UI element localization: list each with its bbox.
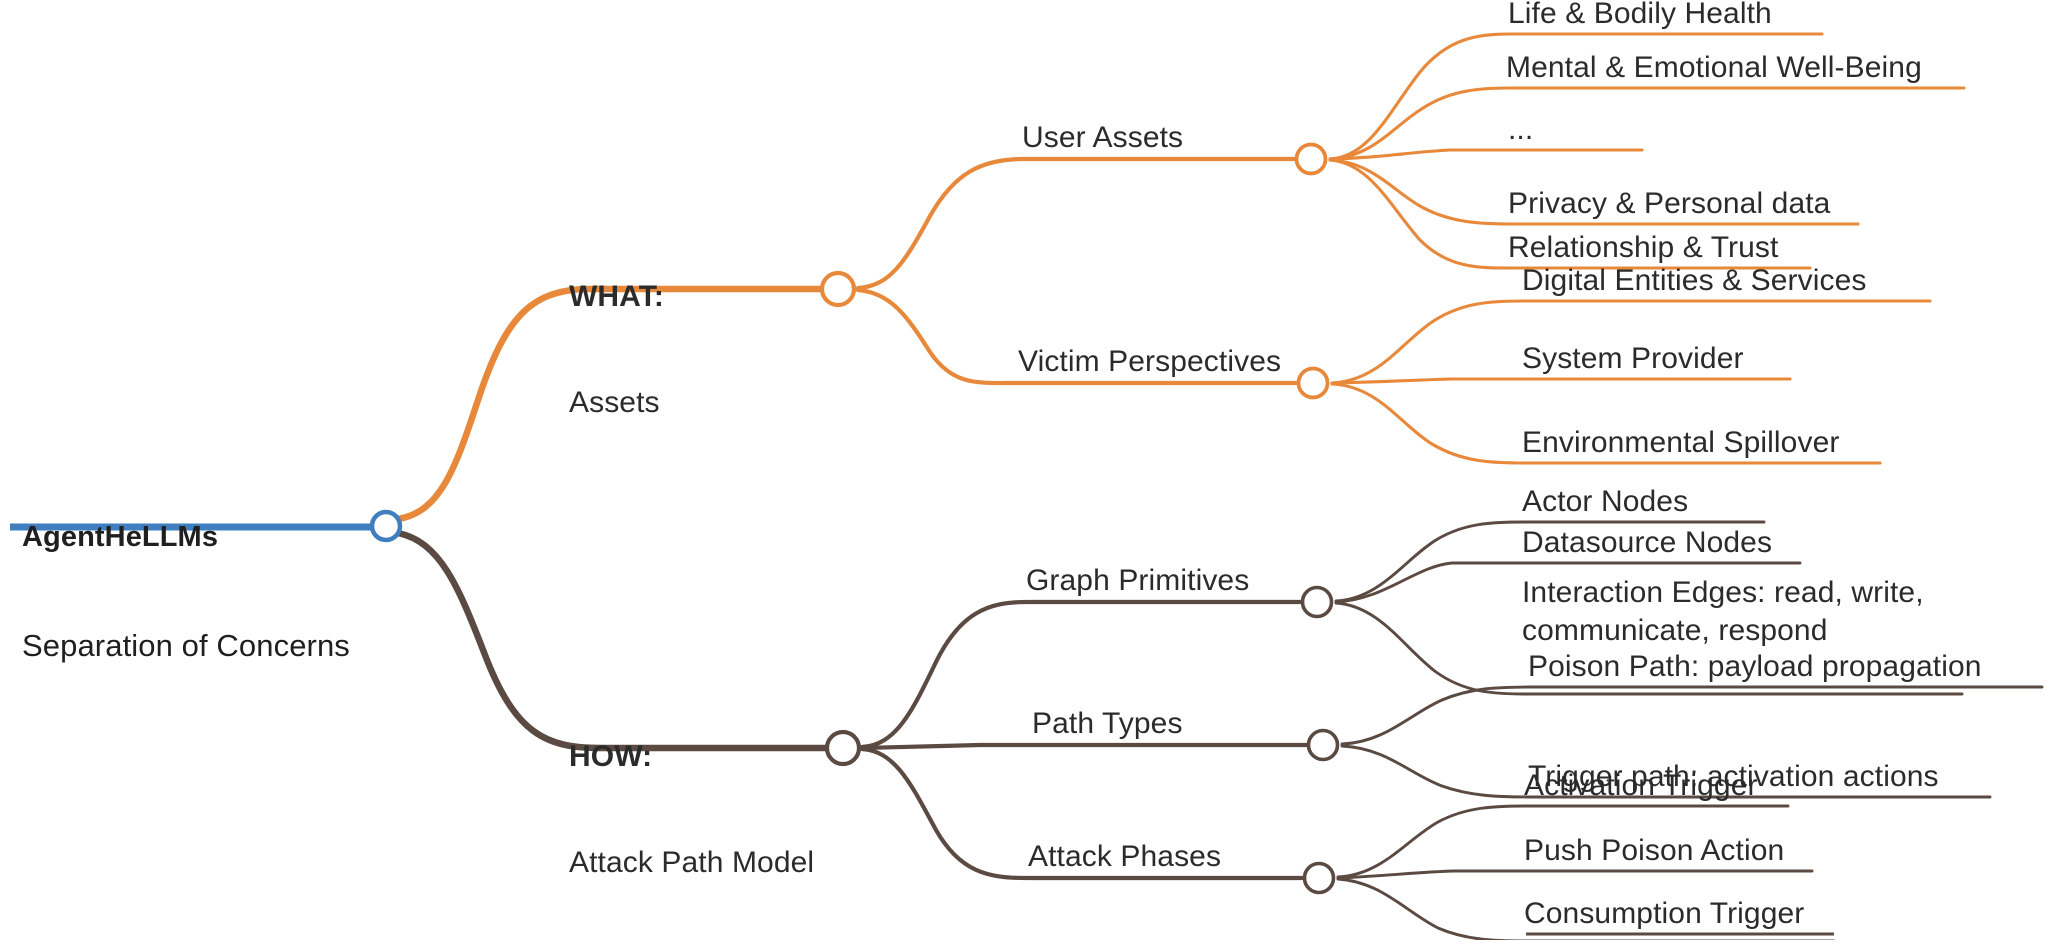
node-what-assets[interactable] <box>819 270 857 308</box>
leaf-mental-emotional-well-being[interactable]: Mental & Emotional Well-Being <box>1506 51 1922 84</box>
leaf-poison-path[interactable]: Poison Path: payload propagation <box>1528 650 1982 683</box>
node-victim-perspectives[interactable] <box>1296 366 1330 400</box>
leaf-actor-nodes[interactable]: Actor Nodes <box>1522 485 1689 518</box>
leaf-digital-entities-services[interactable]: Digital Entities & Services <box>1522 264 1867 297</box>
node-label-victim-perspectives[interactable]: Victim Perspectives <box>1018 345 1282 378</box>
leaf-system-provider[interactable]: System Provider <box>1522 342 1744 375</box>
leaf-consumption-trigger[interactable]: Consumption Trigger <box>1524 897 1805 930</box>
node-label-path-types[interactable]: Path Types <box>1032 707 1183 740</box>
edge-pt-leaf-0 <box>1340 685 2044 746</box>
edge-vp-leaf-1 <box>1330 377 1792 385</box>
leaf-trigger-path[interactable]: Trigger path: activation actions <box>1528 760 1939 793</box>
node-how-attack-path-model[interactable] <box>824 729 862 767</box>
branch-title-how: HOW: <box>569 739 653 773</box>
edge-how-to-path-types <box>859 742 1309 751</box>
node-label-attack-phases[interactable]: Attack Phases <box>1028 840 1222 873</box>
leaf-activation-trigger[interactable]: Activation Trigger <box>1524 769 1758 802</box>
edge-ua-leaf-2 <box>1328 148 1644 161</box>
node-label-user-assets[interactable]: User Assets <box>1022 121 1184 154</box>
node-graph-primitives[interactable] <box>1300 585 1334 619</box>
root-title: AgentHeLLMs <box>22 521 219 554</box>
leaf-privacy-personal-data[interactable]: Privacy & Personal data <box>1508 187 1831 220</box>
leaf-interaction-edges[interactable]: Interaction Edges: read, write, communic… <box>1522 576 1924 648</box>
edge-ua-leaf-1 <box>1328 86 1966 161</box>
edge-ap-leaf-1 <box>1336 869 1814 880</box>
node-path-types[interactable] <box>1306 728 1340 762</box>
leaf-push-poison-action[interactable]: Push Poison Action <box>1524 834 1785 867</box>
node-label-graph-primitives[interactable]: Graph Primitives <box>1026 564 1250 597</box>
leaf-relationship-trust[interactable]: Relationship & Trust <box>1508 231 1779 264</box>
leaf-environmental-spillover[interactable]: Environmental Spillover <box>1522 426 1840 459</box>
branch-label-what-assets[interactable]: WHAT: Assets <box>569 208 664 491</box>
leaf-datasource-nodes[interactable]: Datasource Nodes <box>1522 526 1773 559</box>
root-node-label: AgentHeLLMs Separation of Concerns <box>22 447 350 737</box>
leaf-life-bodily-health[interactable]: Life & Bodily Health <box>1508 0 1772 30</box>
branch-subtitle-assets: Assets <box>569 385 660 419</box>
leaf-ellipsis[interactable]: ... <box>1508 113 1534 146</box>
branch-subtitle-attack-path-model: Attack Path Model <box>569 845 815 879</box>
node-root[interactable] <box>369 509 403 543</box>
edge-what-to-user-assets <box>855 156 1297 291</box>
branch-title-what: WHAT: <box>569 279 664 313</box>
node-attack-phases[interactable] <box>1302 861 1336 895</box>
node-user-assets[interactable] <box>1294 142 1328 176</box>
branch-label-how-attack-path-model[interactable]: HOW: Attack Path Model <box>569 668 814 951</box>
root-subtitle: Separation of Concerns <box>22 627 350 663</box>
